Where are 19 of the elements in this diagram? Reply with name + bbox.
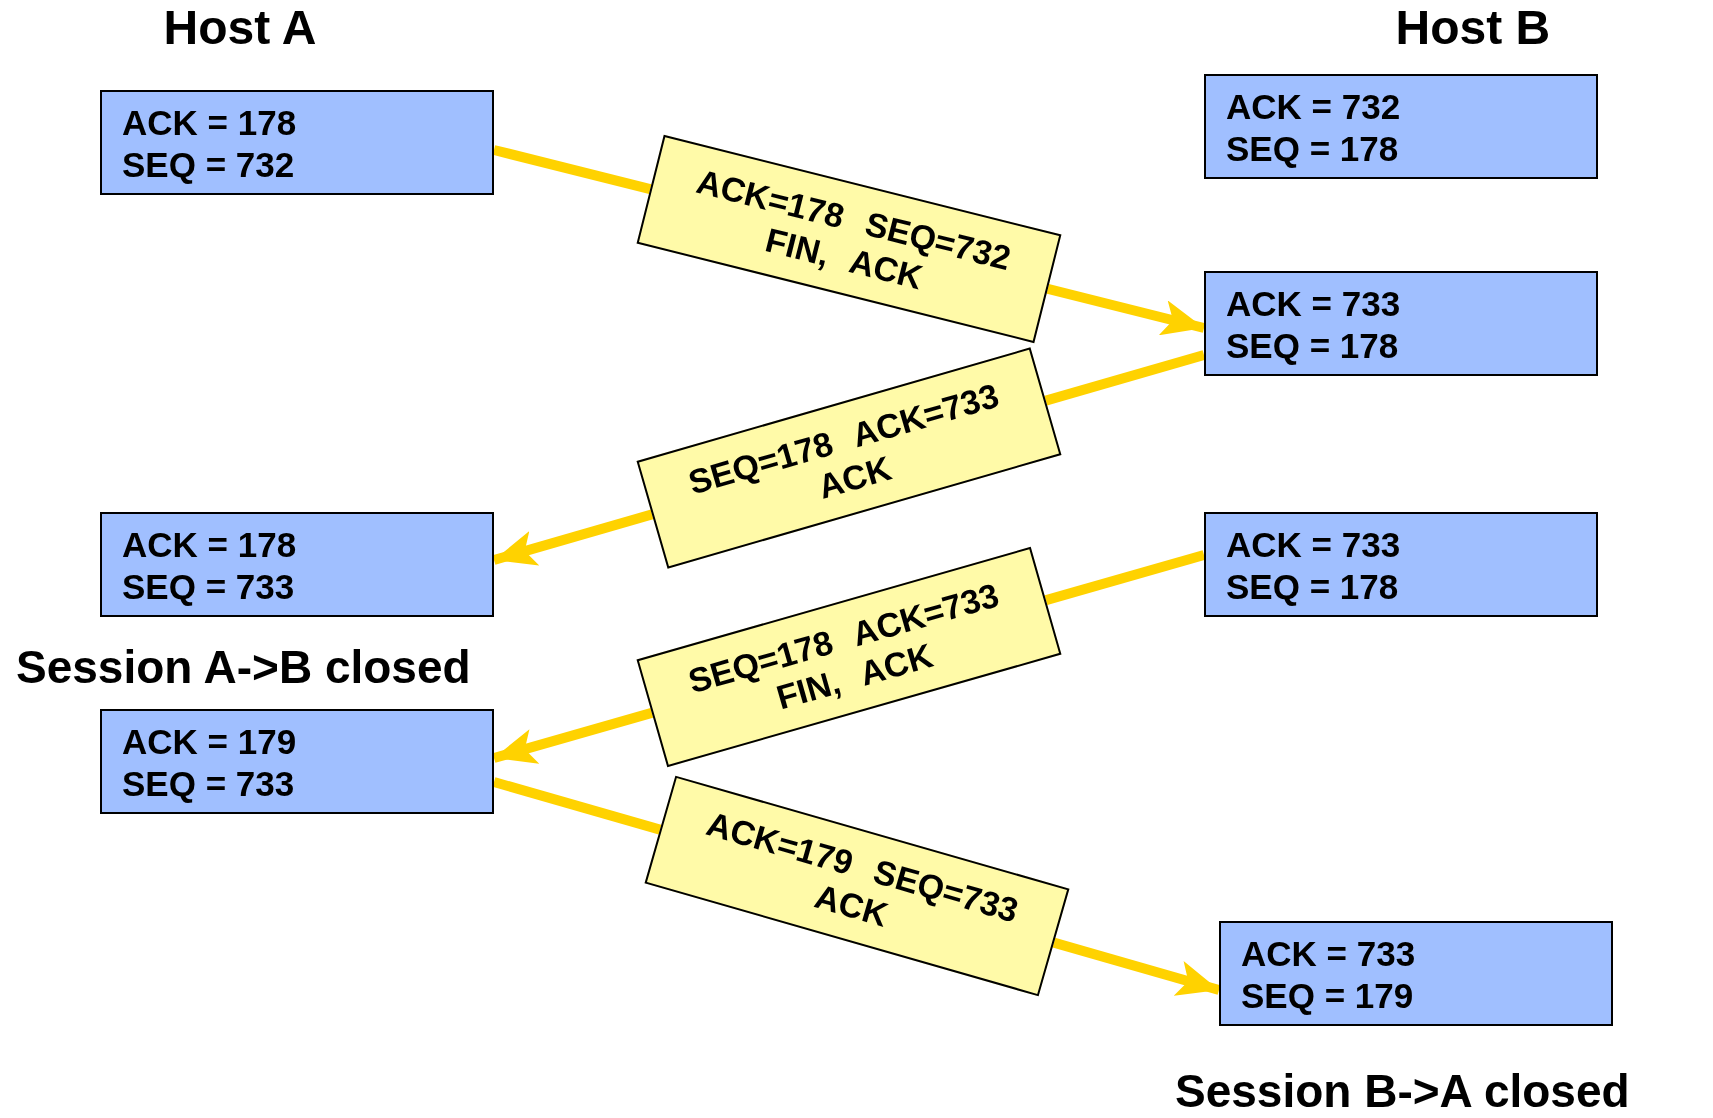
sequence-numbers: ACK = 733 SEQ = 179 <box>1241 933 1417 1017</box>
sequence-numbers: ACK = 732 SEQ = 178 <box>1226 86 1402 170</box>
sequence-numbers: ACK = 733 SEQ = 178 <box>1226 524 1402 608</box>
host-heading: Host B <box>1395 0 1551 55</box>
state-box <box>1204 512 1598 617</box>
sequence-numbers: ACK = 733 SEQ = 178 <box>1226 283 1402 367</box>
host-heading: Host A <box>163 0 317 55</box>
sequence-numbers: ACK = 179 SEQ = 733 <box>122 721 298 805</box>
state-box <box>100 709 494 814</box>
state-box <box>100 90 494 195</box>
message-label: ACK=178 SEQ=732 FIN, ACK <box>636 134 1062 344</box>
status-note: Session B->A closed <box>1175 1064 1630 1118</box>
state-box <box>1204 271 1598 376</box>
sequence-numbers: ACK = 178 SEQ = 732 <box>122 102 298 186</box>
state-box <box>1204 74 1598 179</box>
state-box <box>1219 921 1613 1026</box>
sequence-numbers: ACK = 178 SEQ = 733 <box>122 524 298 608</box>
status-note: Session A->B closed <box>16 640 471 694</box>
state-box <box>100 512 494 617</box>
